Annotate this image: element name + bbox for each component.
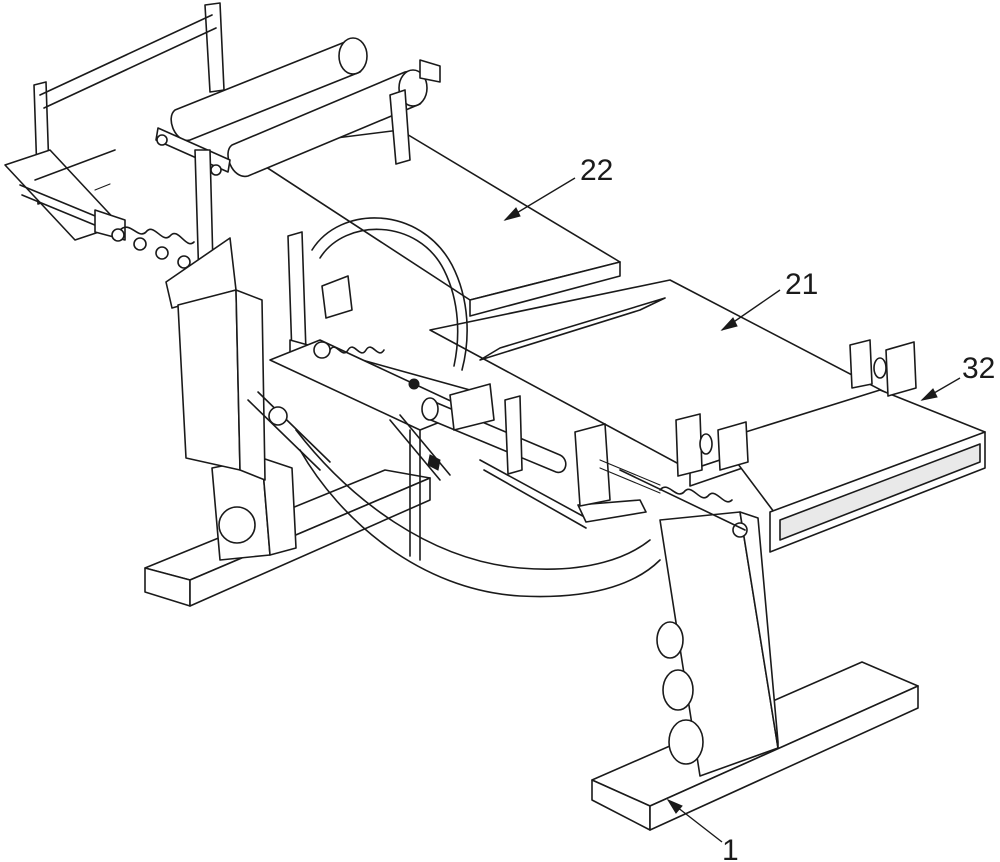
arrowhead-32 [920,388,938,401]
leg-rest-brackets [675,339,917,477]
arrowhead-22 [503,207,521,221]
callout-22: 22 [580,154,613,187]
callout-leaders [503,177,961,843]
bed-platform [239,129,986,553]
callout-21: 21 [785,268,818,301]
roller-upper [170,37,368,141]
arrowhead-1 [666,798,683,814]
callout-32: 32 [962,352,995,385]
callout-1: 1 [722,834,739,862]
base-frame [144,419,919,831]
arrowhead-21 [720,317,738,331]
side-housing [165,237,331,481]
spring-left [19,184,195,269]
arc-mechanism [269,217,748,538]
